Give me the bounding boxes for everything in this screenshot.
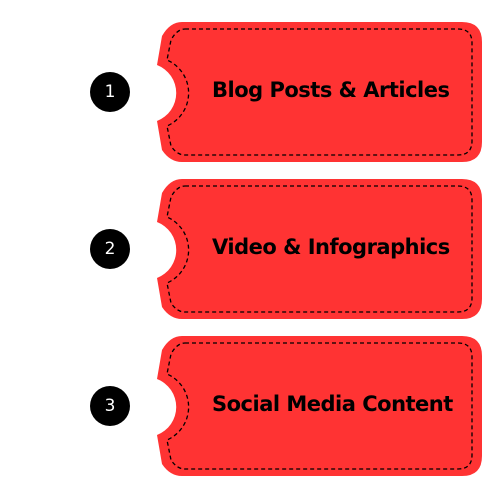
- item-label: Video & Infographics: [212, 235, 450, 259]
- number-badge: 3: [90, 386, 130, 426]
- tag-shape: [157, 336, 482, 476]
- item-label: Blog Posts & Articles: [212, 78, 450, 102]
- item-label: Social Media Content: [212, 392, 453, 416]
- number-badge: 2: [90, 229, 130, 269]
- tag-shape: [157, 179, 482, 319]
- list-item-1: 1 Blog Posts & Articles: [0, 20, 500, 170]
- number-badge: 1: [90, 72, 130, 112]
- tag-shape: [157, 22, 482, 162]
- list-item-3: 3 Social Media Content: [0, 334, 500, 484]
- list-item-2: 2 Video & Infographics: [0, 177, 500, 327]
